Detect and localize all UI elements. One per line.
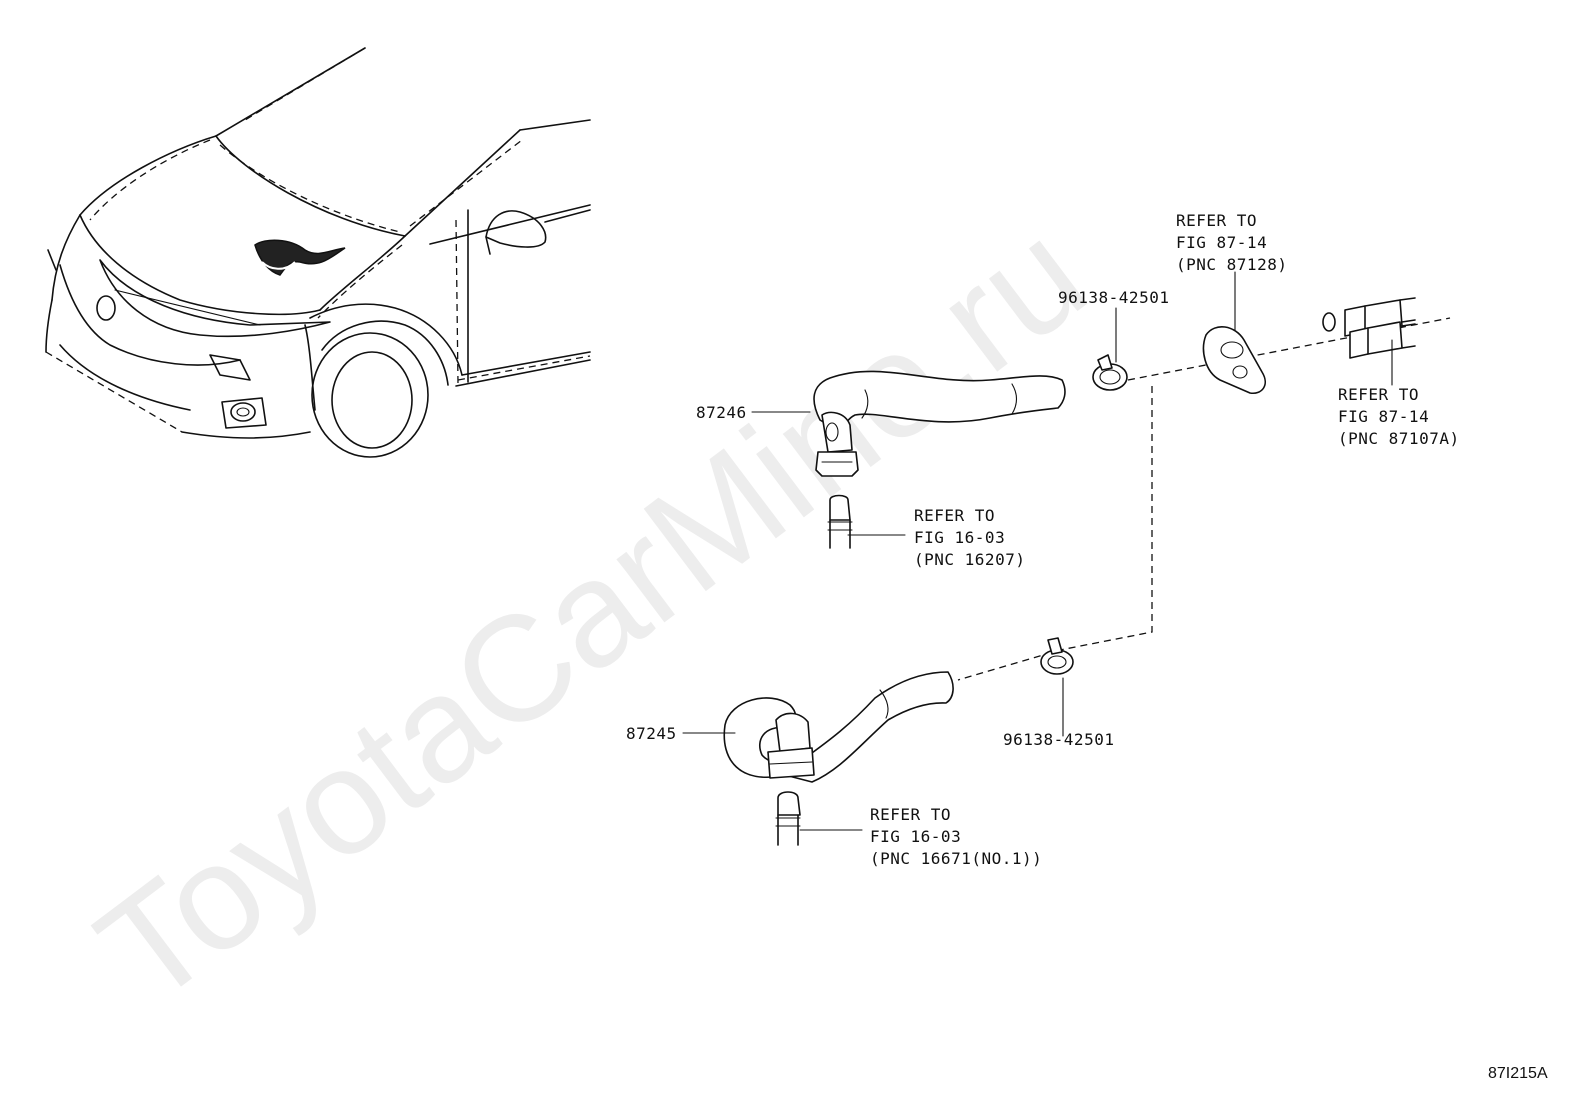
hose-87246 [813,370,1066,549]
right-pipes [1322,297,1416,359]
part-label-clip-lower: 96138-42501 [1003,730,1114,749]
watermark-text: ToyotaCarMine.ru [68,189,1115,1036]
part-label-clip-upper: 96138-42501 [1058,288,1169,307]
grommet [1202,326,1266,395]
clip-upper [1092,354,1128,391]
leader-lines [682,271,1393,831]
ref-right-pipe-line3: (PNC 87107A) [1338,429,1460,448]
ref-upper-pipe-line3: (PNC 16207) [914,550,1025,569]
hose-87245 [723,671,954,846]
ref-lower-pipe-line2: FIG 16-03 [870,827,961,846]
diagram-code: 87I215A [1488,1065,1548,1082]
ref-right-pipe-line2: FIG 87-14 [1338,407,1429,426]
routing-lines [957,317,1451,681]
ref-lower-pipe-line1: REFER TO [870,805,951,824]
ref-grommet-line2: FIG 87-14 [1176,233,1267,252]
car-illustration [45,47,591,458]
ref-upper-pipe-line1: REFER TO [914,506,995,525]
ref-lower-pipe-line3: (PNC 16671(NO.1)) [870,849,1042,868]
ref-right-pipe-line1: REFER TO [1338,385,1419,404]
ref-grommet-line3: (PNC 87128) [1176,255,1287,274]
ref-upper-pipe-line2: FIG 16-03 [914,528,1005,547]
ref-grommet-line1: REFER TO [1176,211,1257,230]
part-label-87246: 87246 [696,403,747,422]
part-label-87245: 87245 [626,724,677,743]
clip-lower [1040,637,1074,675]
